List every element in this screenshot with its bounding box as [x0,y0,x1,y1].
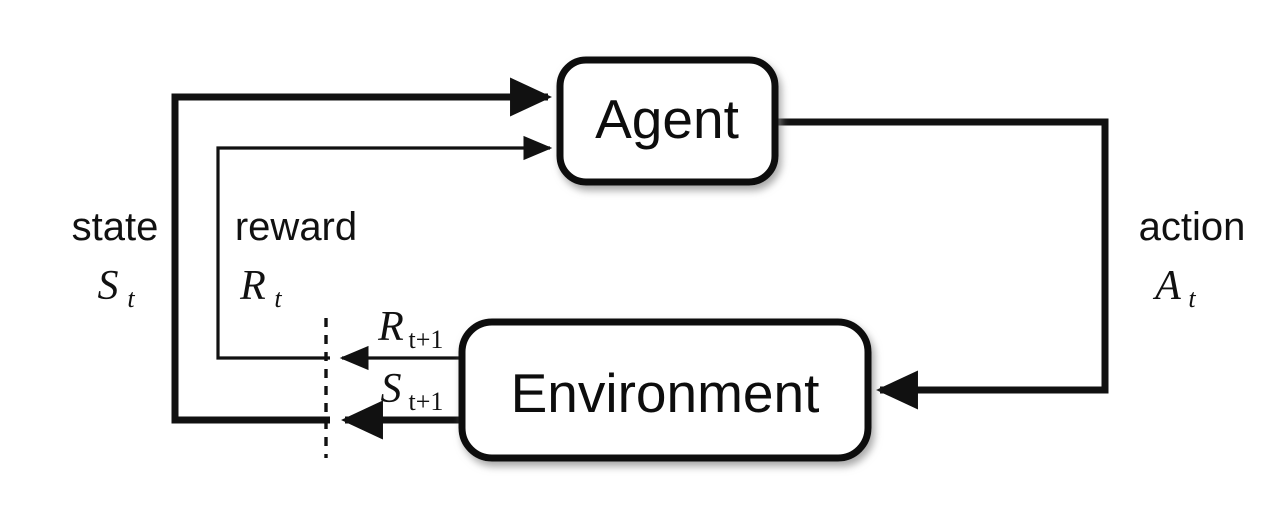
reward-feedback-line [216,135,553,360]
action-forward-line [775,118,1109,410]
node-environment[interactable]: Environment [458,318,872,462]
label-state-next: S t+1 [381,366,444,416]
label-reward-next: R t+1 [377,304,443,354]
edge-action-forward [775,118,1109,410]
reward-subscript-label: t [274,284,282,313]
state-word-label: state [72,205,159,249]
edge-state-feedback [171,77,552,424]
state-subscript-label: t [127,284,135,313]
label-reward: reward R t [235,205,357,313]
agent-label: Agent [595,88,739,150]
state-symbol-label: S [98,263,119,309]
label-state: state S t [72,205,159,313]
state-next-subscript-label: t+1 [409,387,444,416]
state-next-symbol-label: S [381,366,402,412]
node-agent[interactable]: Agent [556,56,779,186]
action-word-label: action [1139,205,1246,249]
label-action: action A t [1139,205,1246,313]
edge-reward-feedback [216,135,553,360]
reward-symbol-label: R [239,263,266,309]
action-subscript-label: t [1188,284,1196,313]
reward-next-symbol-label: R [377,304,404,350]
agent-box[interactable] [556,56,779,186]
reward-word-label: reward [235,205,357,249]
state-feedback-line [171,77,552,424]
environment-label: Environment [511,362,820,424]
action-symbol-label: A [1152,263,1181,309]
reward-next-subscript-label: t+1 [409,325,444,354]
environment-box[interactable] [458,318,872,462]
